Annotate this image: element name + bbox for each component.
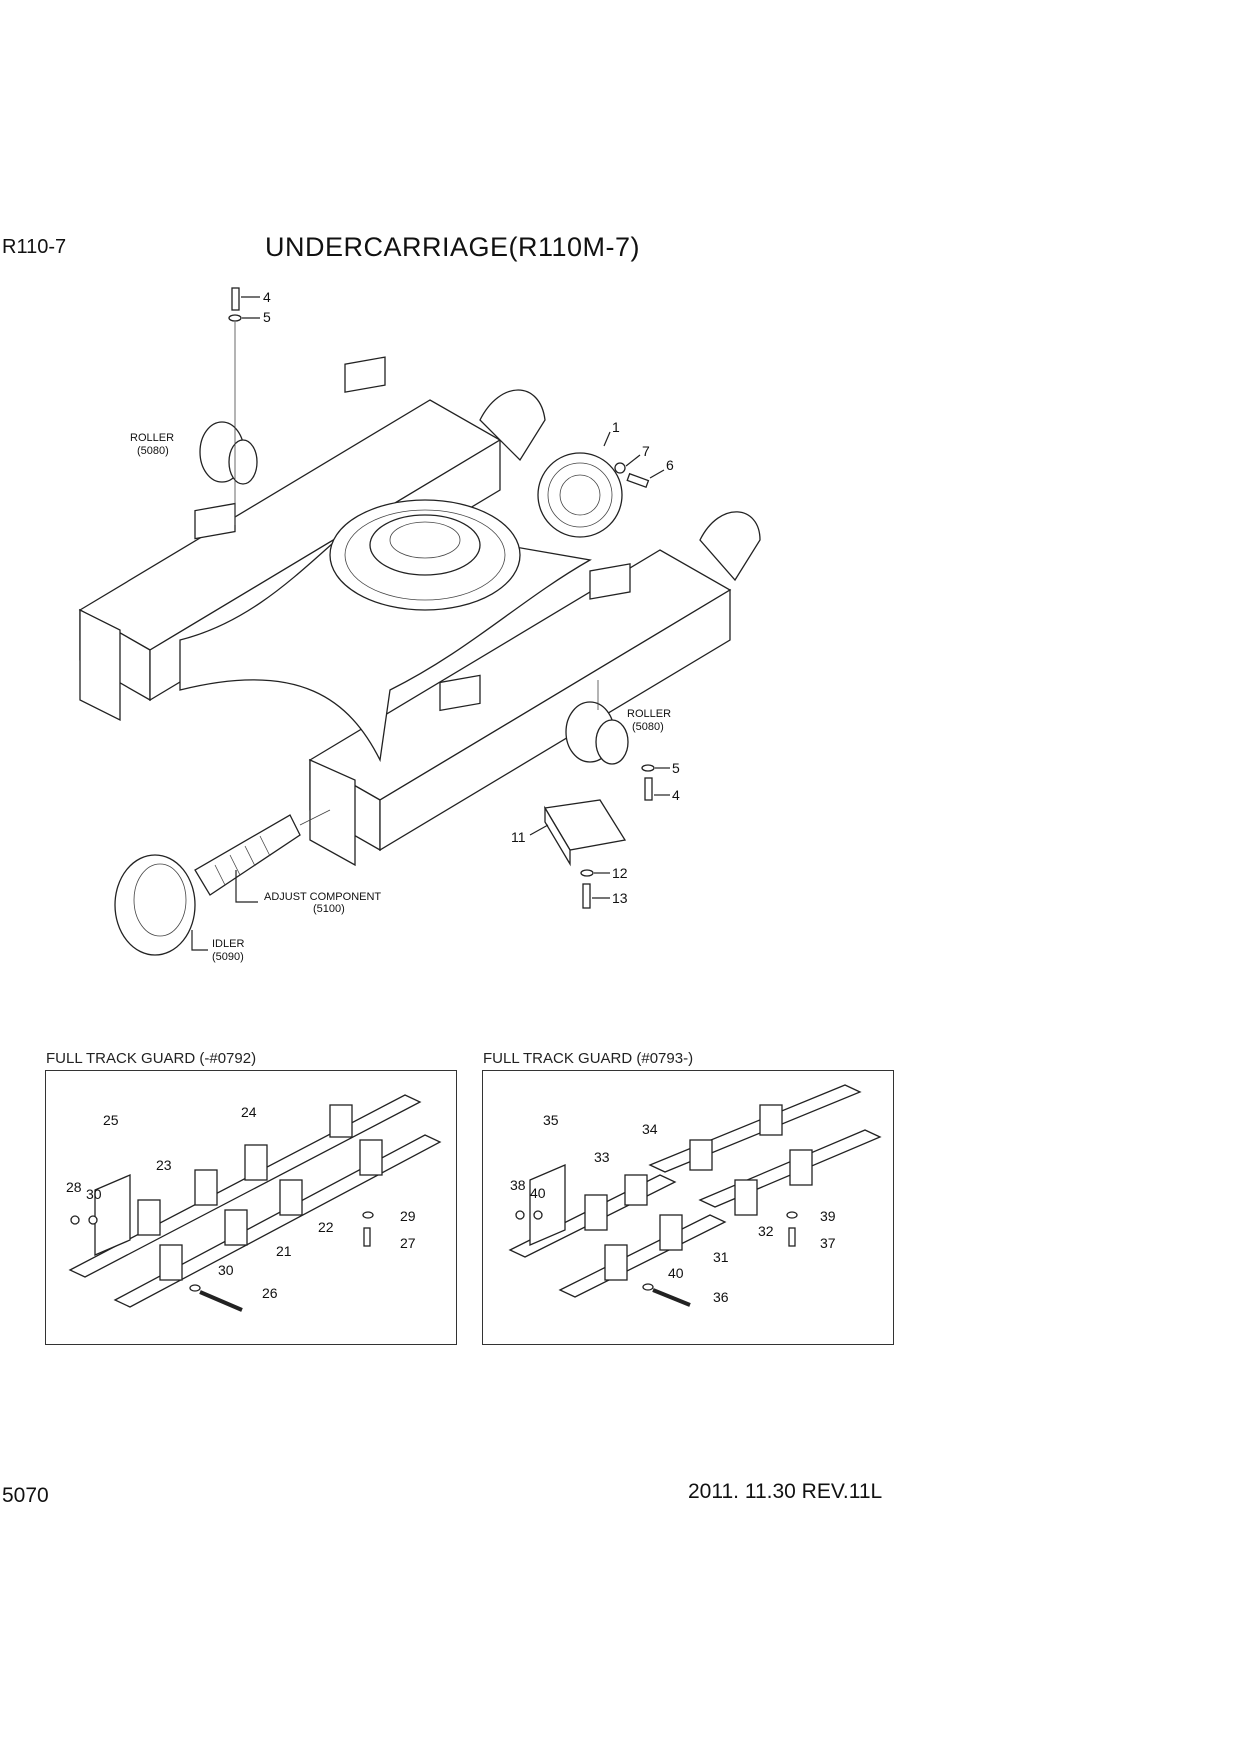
- washer-7: [614, 462, 626, 474]
- guard-right-drawing: [508, 1084, 882, 1307]
- guard-right-panel: [482, 1070, 894, 1345]
- sprocket-part-1: [537, 452, 623, 538]
- callout-23: 23: [156, 1157, 172, 1173]
- callout-11: 11: [511, 829, 526, 845]
- callout-40-bottom: 40: [668, 1265, 684, 1281]
- label-idler: IDLER: [212, 938, 244, 950]
- revision-date: 2011. 11.30 REV.11L: [688, 1480, 883, 1503]
- callout-12: 12: [612, 865, 628, 881]
- callout-5-top: 5: [263, 309, 271, 325]
- callout-36: 36: [713, 1289, 729, 1305]
- washer-12: [580, 869, 594, 877]
- callout-29: 29: [400, 1208, 416, 1224]
- callout-33: 33: [594, 1149, 610, 1165]
- washer-5-right: [641, 764, 655, 772]
- track-frame: [78, 356, 761, 867]
- callout-28: 28: [66, 1179, 82, 1195]
- callout-5-right: 5: [672, 760, 680, 776]
- callout-30-bottom: 30: [218, 1262, 234, 1278]
- callout-7: 7: [642, 443, 650, 459]
- callout-6: 6: [666, 457, 674, 473]
- label-roller-right-code: (5080): [632, 721, 664, 733]
- label-roller-top: ROLLER: [130, 432, 174, 444]
- callout-27: 27: [400, 1235, 416, 1251]
- guard-left-title: FULL TRACK GUARD (-#0792): [46, 1050, 257, 1067]
- guard-left-drawing: [68, 1094, 442, 1312]
- callout-13: 13: [612, 890, 628, 906]
- callout-24: 24: [241, 1104, 257, 1120]
- label-adjust-code: (5100): [313, 903, 345, 915]
- callout-4-top: 4: [263, 289, 271, 305]
- bolt-4-right: [644, 777, 653, 801]
- bolt-6: [626, 472, 650, 489]
- page-title: UNDERCARRIAGE(R110M-7): [265, 232, 641, 262]
- washer-5-top: [228, 314, 242, 322]
- roller-right: [565, 701, 629, 765]
- bolt-13: [582, 883, 591, 909]
- adjust-component: [194, 809, 331, 896]
- label-idler-code: (5090): [212, 951, 244, 963]
- guard-left-panel: [45, 1070, 457, 1345]
- guard-right-title: FULL TRACK GUARD (#0793-): [483, 1050, 694, 1067]
- callout-30-top: 30: [86, 1186, 102, 1202]
- guard-part-11: [543, 799, 627, 867]
- roller-top: [199, 421, 258, 485]
- callout-4-right: 4: [672, 787, 680, 803]
- callout-26: 26: [262, 1285, 278, 1301]
- callout-37: 37: [820, 1235, 836, 1251]
- model-code: R110-7: [2, 236, 67, 258]
- bolt-4-top: [231, 287, 240, 311]
- callout-22: 22: [318, 1219, 334, 1235]
- callout-25: 25: [103, 1112, 119, 1128]
- callout-31: 31: [713, 1249, 729, 1265]
- callout-34: 34: [642, 1121, 658, 1137]
- callout-1: 1: [612, 419, 620, 435]
- label-roller-right: ROLLER: [627, 708, 671, 720]
- callout-39: 39: [820, 1208, 836, 1224]
- callout-21: 21: [276, 1243, 292, 1259]
- label-roller-top-code: (5080): [137, 445, 169, 457]
- callout-35: 35: [543, 1112, 559, 1128]
- idler: [114, 854, 196, 956]
- callout-32: 32: [758, 1223, 774, 1239]
- label-adjust: ADJUST COMPONENT: [264, 891, 381, 903]
- callout-40-top: 40: [530, 1185, 546, 1201]
- callout-38: 38: [510, 1177, 526, 1193]
- page-number: 5070: [2, 1484, 49, 1507]
